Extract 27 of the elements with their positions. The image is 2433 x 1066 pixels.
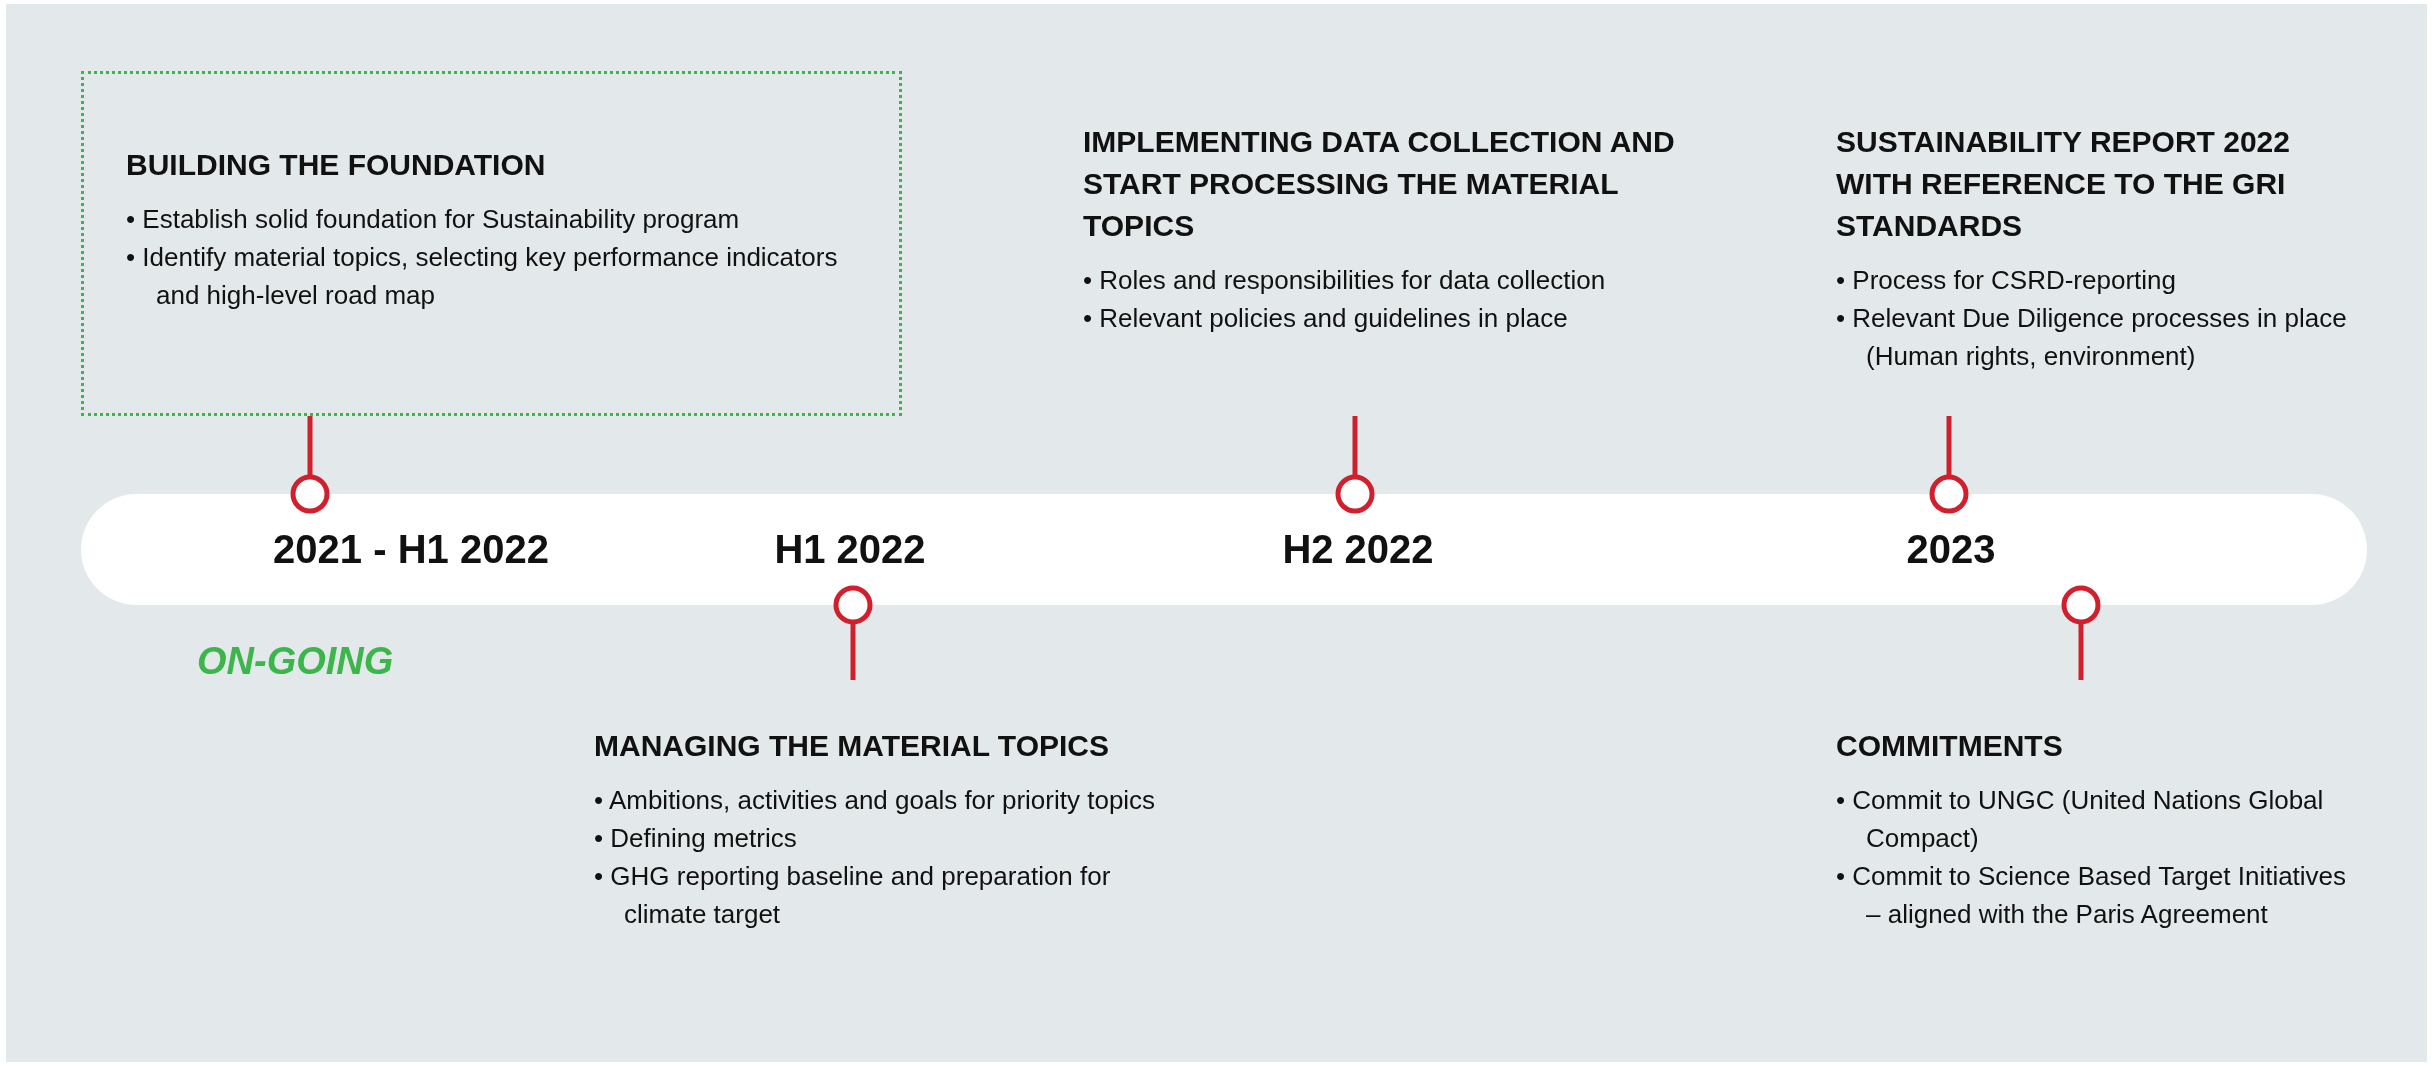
bullet-text: • Commit to Science Based Target Initiatives – aligned with the Paris Agreement — [1836, 860, 2348, 931]
timeline-pin — [833, 585, 873, 680]
period-label: 2023 — [1801, 494, 2101, 605]
milestone-card — [81, 71, 902, 416]
bullet-text: • Relevant policies and guidelines in place — [1083, 302, 1569, 335]
period-label: 2021 - H1 2022 — [211, 494, 611, 605]
bullet-text: • Ambitions, activities and goals for priority topics — [594, 784, 1157, 817]
bullet-text: • Process for CSRD-reporting — [1836, 264, 2177, 297]
bullet-text: • Commit to UNGC (United Nations Global Compact) — [1836, 784, 2325, 855]
bullet-text: • Identify material topics, selecting key performance indicators and high-level road map — [126, 241, 839, 312]
timeline-pin — [290, 416, 330, 514]
bullet-text: • GHG reporting baseline and preparation for climate target — [594, 860, 1112, 931]
milestone-heading: MANAGING THE MATERIAL TOPICS — [594, 728, 1110, 764]
period-label: H2 2022 — [1208, 494, 1508, 605]
bullet-text: • Defining metrics — [594, 822, 798, 855]
milestone-heading: COMMITMENTS — [1836, 728, 2064, 764]
timeline-pin — [2061, 585, 2101, 680]
bullet-text: • Relevant Due Diligence processes in place (Human rights, environment) — [1836, 302, 2348, 373]
milestone-heading: SUSTAINABILITY REPORT 2022 WITH REFERENCE TO THE GRI STANDARDS — [1836, 124, 2291, 244]
status-label: ON-GOING — [197, 640, 394, 683]
timeline-pin — [1929, 416, 1969, 514]
bullet-text: • Roles and responsibilities for data collection — [1083, 264, 1607, 297]
period-label: H1 2022 — [700, 494, 1000, 605]
milestone-heading: BUILDING THE FOUNDATION — [126, 147, 547, 183]
bullet-text: • Establish solid foundation for Sustainability program — [126, 203, 741, 236]
milestone-heading: IMPLEMENTING DATA COLLECTION AND START PROCESSING THE MATERIAL TOPICS — [1083, 124, 1676, 244]
timeline-pin — [1335, 416, 1375, 514]
